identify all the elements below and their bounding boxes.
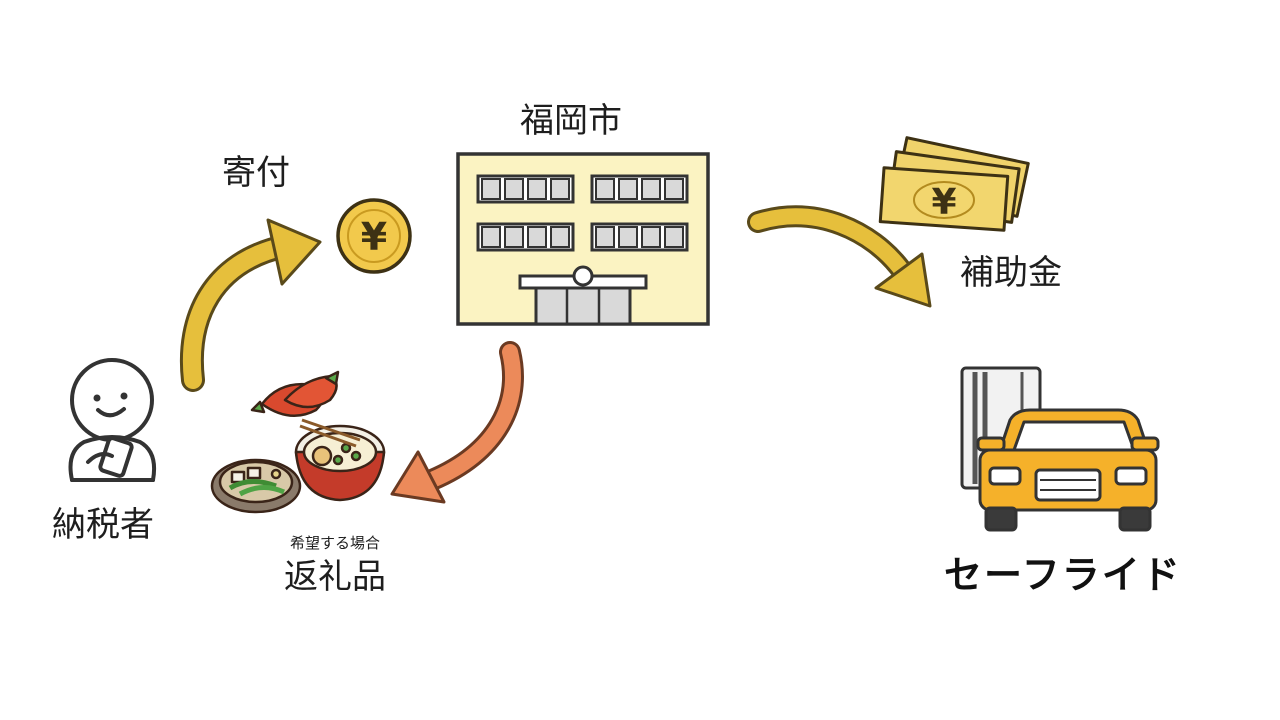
return-gift-food-icon xyxy=(210,370,386,514)
taxpayer-label: 納税者 xyxy=(52,505,154,545)
city-hall-building-icon xyxy=(456,152,710,326)
yen-coin-icon: ¥ xyxy=(336,198,412,274)
subsidy-label: 補助金 xyxy=(960,253,1062,293)
gift-arrow xyxy=(390,341,524,504)
subsidy-arrow xyxy=(747,205,932,308)
car-wash-car-icon xyxy=(960,366,1160,532)
city-label: 福岡市 xyxy=(520,101,622,141)
taxpayer-icon xyxy=(68,358,157,482)
gift-note-label: 希望する場合 xyxy=(290,534,381,552)
coin-symbol: ¥ xyxy=(361,215,387,259)
donation-arrow xyxy=(179,218,322,392)
bill-symbol: ¥ xyxy=(931,182,956,223)
gift-label: 返礼品 xyxy=(284,557,386,597)
brand-logo-text: セーフライド xyxy=(944,553,1182,597)
yen-bills-icon: ¥ xyxy=(878,136,1030,232)
donation-label: 寄付 xyxy=(222,153,290,193)
